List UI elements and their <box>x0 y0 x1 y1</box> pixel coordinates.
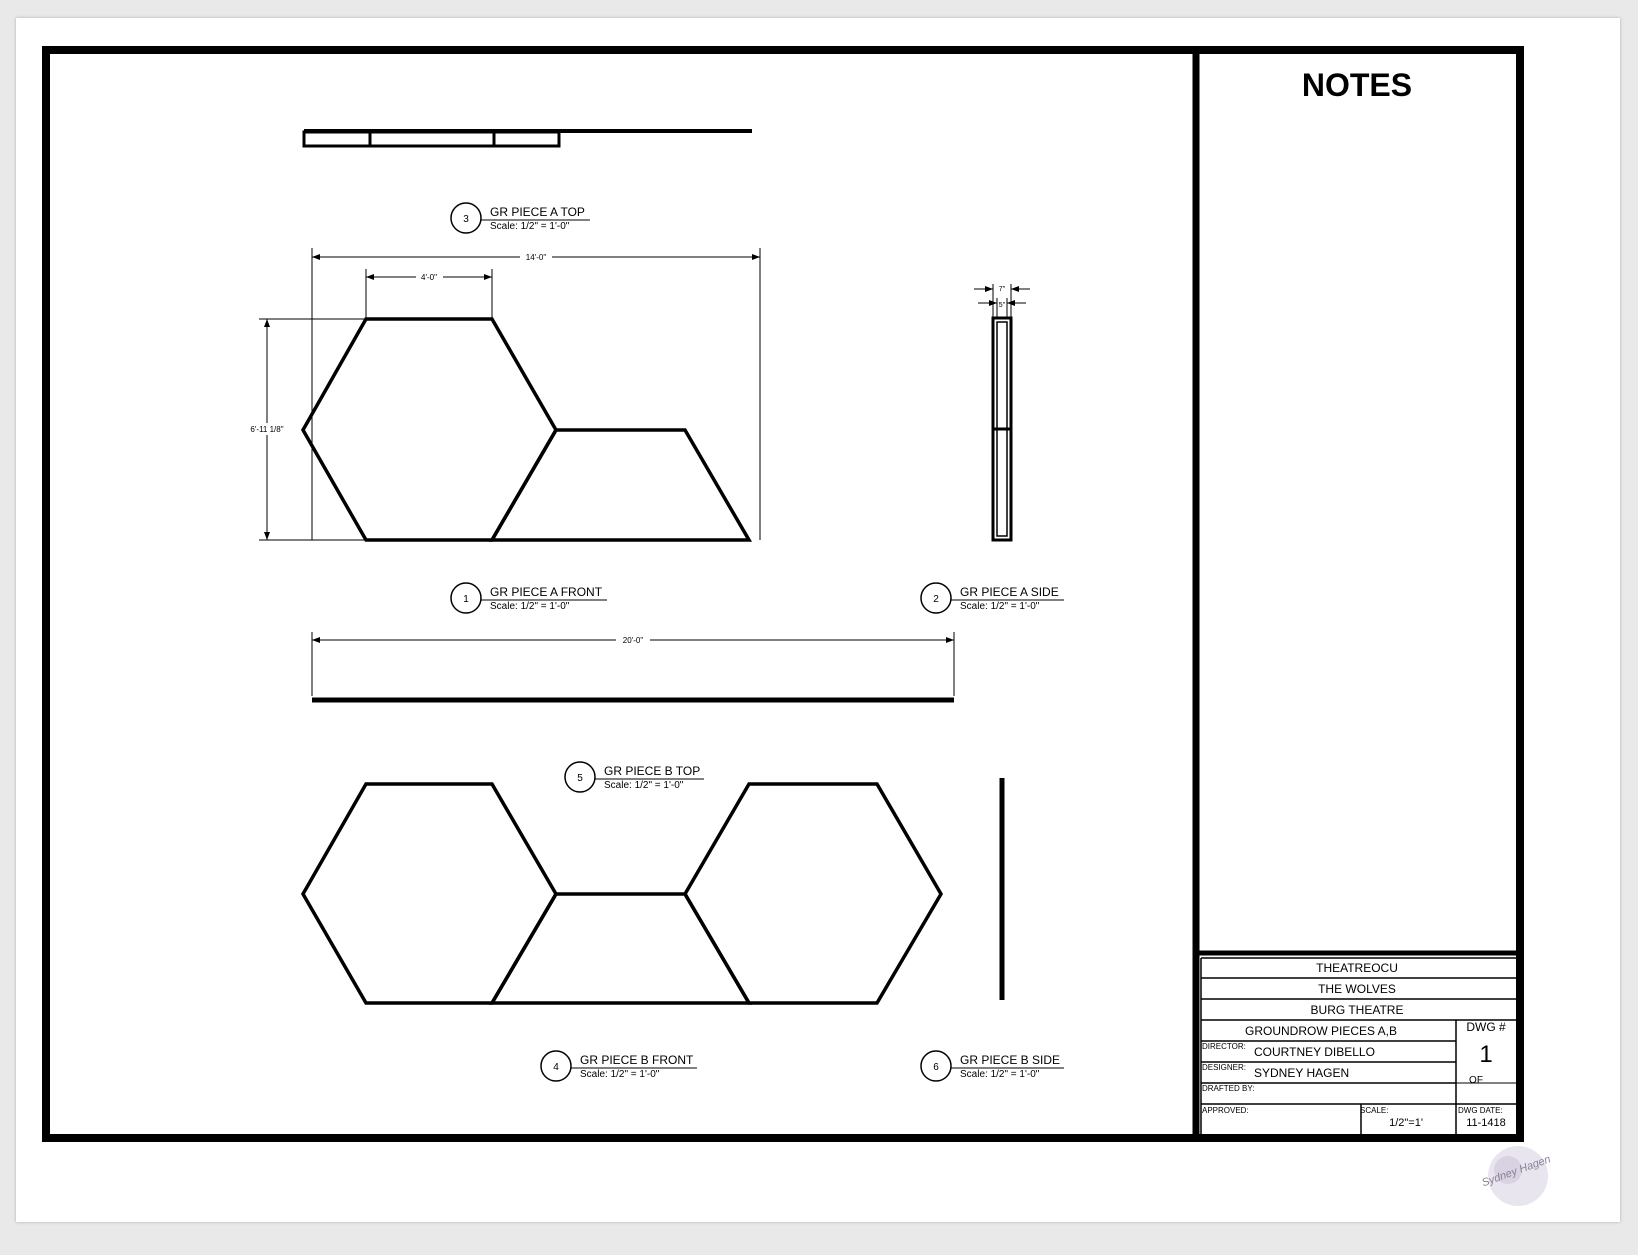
dwg-number: 1 <box>1479 1041 1492 1068</box>
drawing-sheet: NOTES 14'-0" 4'-0" 6' <box>16 18 1620 1222</box>
dimension-overall-width-a: 14'-0" <box>311 248 761 540</box>
director-name: COURTNEY DIBELLO <box>1254 1045 1375 1059</box>
piece-b-front-view <box>300 782 944 1005</box>
scale-value: 1/2"=1' <box>1389 1117 1423 1129</box>
dimension-label: 5" <box>999 302 1006 309</box>
view-number: 2 <box>933 594 939 605</box>
dimension-label: 14'-0" <box>526 253 547 262</box>
dimension-label: 20'-0" <box>623 636 644 645</box>
venue-name: BURG THEATRE <box>1311 1003 1404 1017</box>
signature-watermark: Sydney Hagen <box>1480 1146 1552 1206</box>
piece-a-top-view <box>302 129 752 148</box>
designer-name: SYDNEY HAGEN <box>1254 1066 1349 1080</box>
dimension-height-a: 6'-11 1/8" <box>245 318 366 541</box>
view-title: GR PIECE B FRONT <box>580 1053 694 1067</box>
piece-a-front-view <box>300 317 753 542</box>
drafted-by-label: DRAFTED BY: <box>1202 1084 1254 1093</box>
view-number: 3 <box>463 214 469 225</box>
view-label-piece-a-side: 2 GR PIECE A SIDE Scale: 1/2" = 1'-0" <box>920 582 1064 614</box>
dwg-number-label: DWG # <box>1466 1020 1506 1034</box>
view-number: 4 <box>553 1062 559 1073</box>
dimension-label: 7" <box>999 286 1006 293</box>
scale-label: SCALE: <box>1360 1106 1388 1115</box>
piece-b-top-view: 20'-0" <box>311 632 955 703</box>
director-label: DIRECTOR: <box>1202 1042 1246 1051</box>
view-number: 1 <box>463 594 469 605</box>
view-scale: Scale: 1/2" = 1'-0" <box>490 601 570 612</box>
sheet-border <box>42 46 1524 1142</box>
designer-label: DESIGNER: <box>1202 1063 1246 1072</box>
view-label-piece-b-top: 5 GR PIECE B TOP Scale: 1/2" = 1'-0" <box>564 761 704 793</box>
dwg-date: 11-1418 <box>1466 1117 1506 1129</box>
view-label-piece-a-front: 1 GR PIECE A FRONT Scale: 1/2" = 1'-0" <box>450 582 607 614</box>
view-scale: Scale: 1/2" = 1'-0" <box>580 1069 660 1080</box>
drafting-plate: NOTES 14'-0" 4'-0" 6' <box>42 46 1552 1206</box>
view-number: 5 <box>577 773 583 784</box>
view-number: 6 <box>933 1062 939 1073</box>
view-scale: Scale: 1/2" = 1'-0" <box>490 221 570 232</box>
title-block <box>1196 950 1516 1134</box>
dwg-date-label: DWG DATE: <box>1458 1106 1503 1115</box>
dimension-label: 4'-0" <box>421 273 437 282</box>
notes-heading: NOTES <box>1302 67 1412 103</box>
production-name: THE WOLVES <box>1318 982 1396 996</box>
company-name: THEATREOCU <box>1316 961 1398 975</box>
view-title: GR PIECE A SIDE <box>960 585 1059 599</box>
approved-label: APPROVED: <box>1202 1106 1249 1115</box>
view-scale: Scale: 1/2" = 1'-0" <box>960 1069 1040 1080</box>
piece-a-side-view: 7" 5" <box>974 284 1030 542</box>
view-label-piece-b-side: 6 GR PIECE B SIDE Scale: 1/2" = 1'-0" <box>920 1050 1064 1082</box>
view-title: GR PIECE A TOP <box>490 205 585 219</box>
drawing-title: GROUNDROW PIECES A,B <box>1245 1024 1397 1038</box>
dimension-label: 6'-11 1/8" <box>250 425 283 434</box>
view-title: GR PIECE B SIDE <box>960 1053 1060 1067</box>
view-title: GR PIECE B TOP <box>604 764 700 778</box>
view-scale: Scale: 1/2" = 1'-0" <box>604 780 684 791</box>
view-label-piece-a-top: 3 GR PIECE A TOP Scale: 1/2" = 1'-0" <box>450 202 590 234</box>
view-title: GR PIECE A FRONT <box>490 585 603 599</box>
view-label-piece-b-front: 4 GR PIECE B FRONT Scale: 1/2" = 1'-0" <box>540 1050 697 1082</box>
view-scale: Scale: 1/2" = 1'-0" <box>960 601 1040 612</box>
of-label: OF <box>1469 1075 1483 1086</box>
dimension-hex-side: 4'-0" <box>365 269 493 318</box>
